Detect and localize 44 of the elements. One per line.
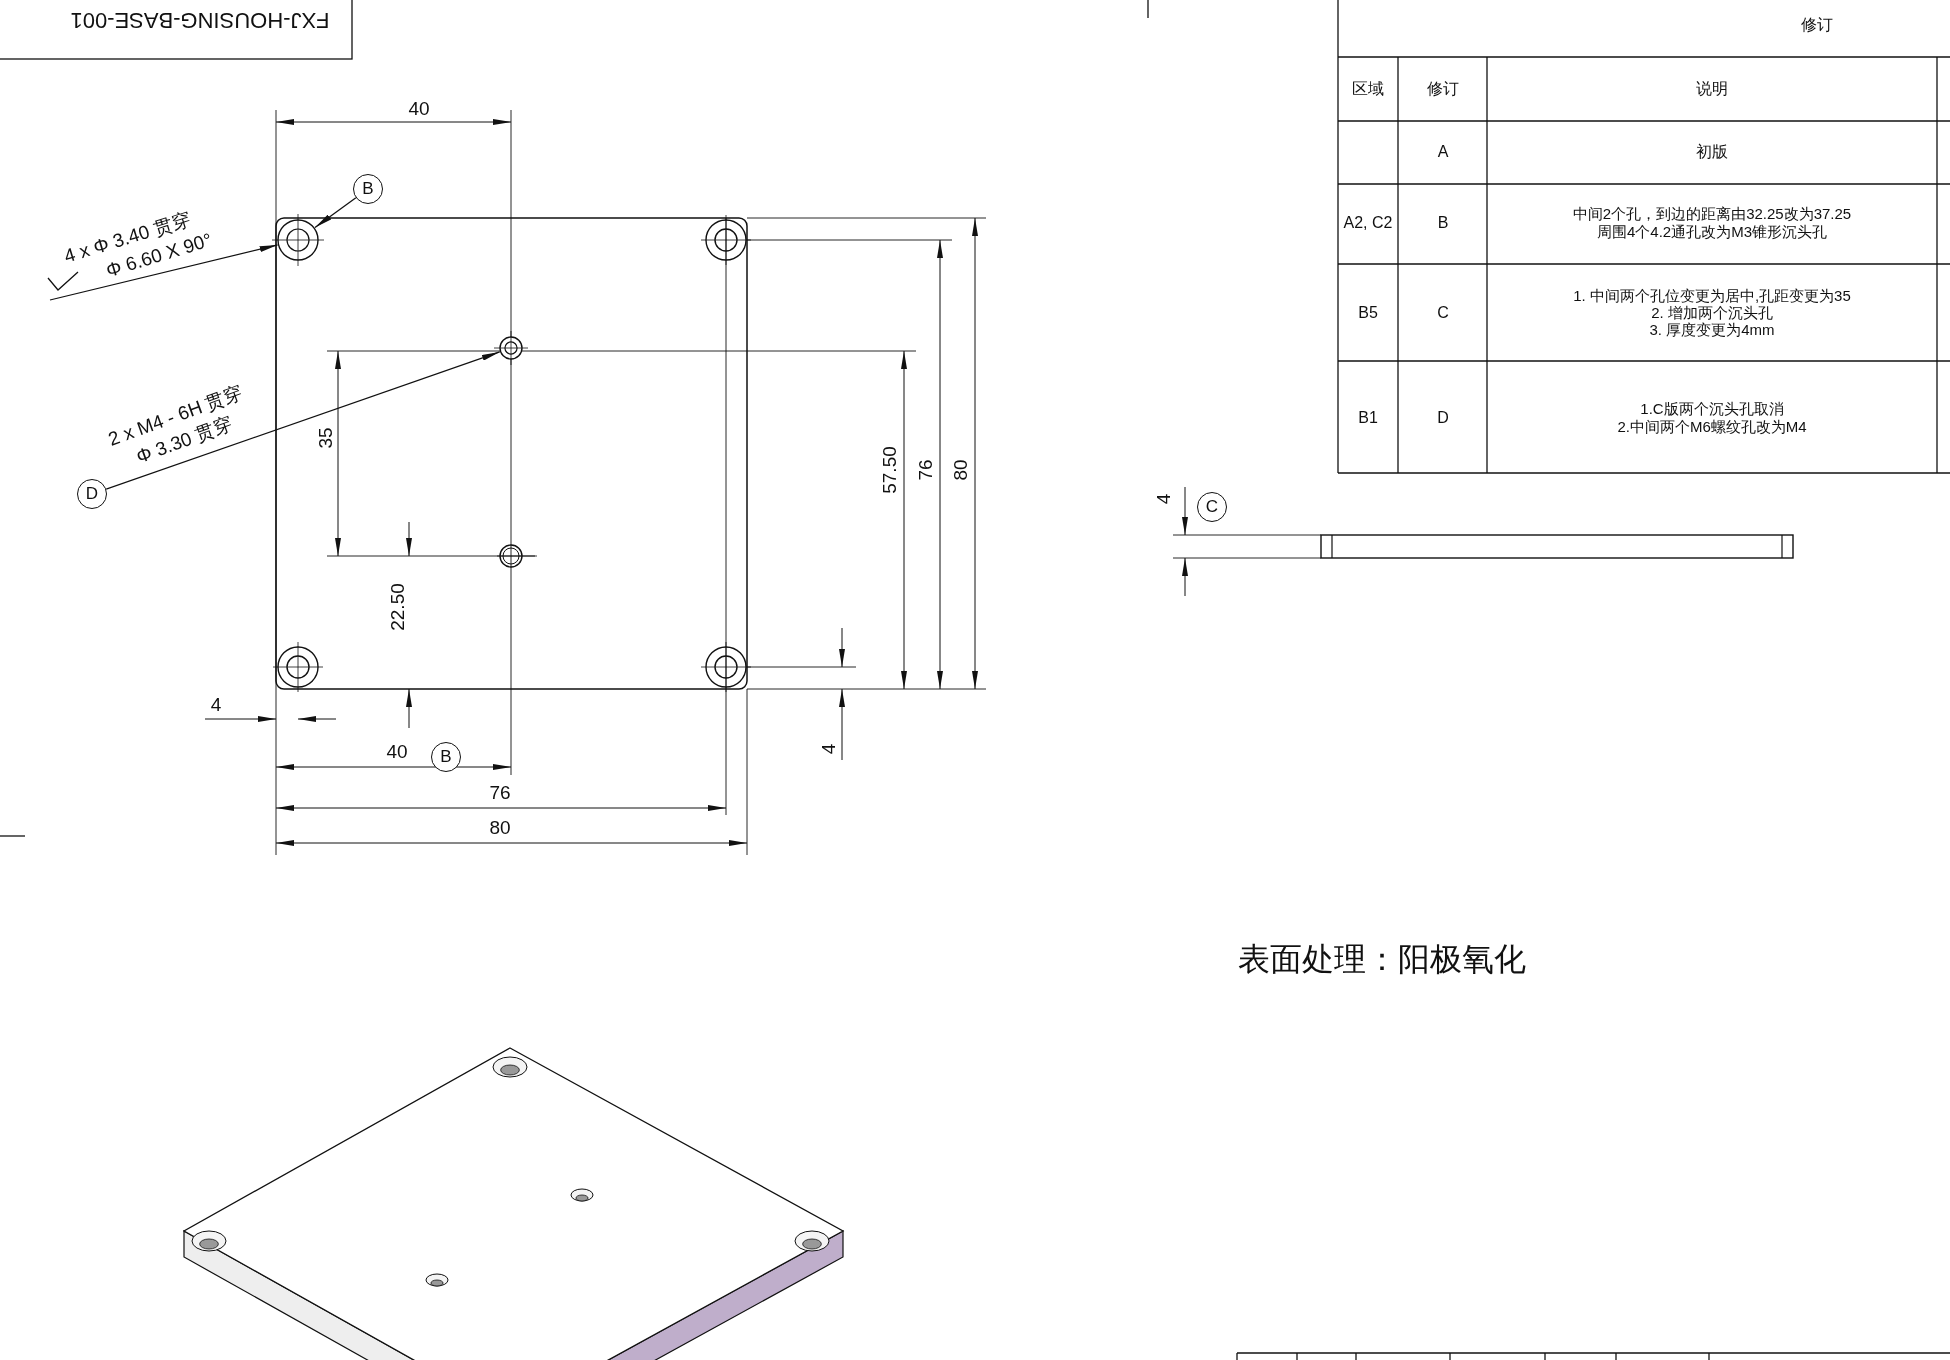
- dimension-text: 4: [818, 743, 840, 755]
- callout-balloon: B: [431, 742, 461, 772]
- table-cell: 周围4个4.2通孔改为M3锥形沉头孔: [1597, 223, 1827, 241]
- hole-symbol: [272, 214, 324, 266]
- table-cell: A2, C2: [1343, 214, 1393, 232]
- hole-callout-text: 2 x M4 - 6H 贯穿 Φ 3.30 贯穿: [104, 380, 247, 469]
- table-cell: 2.中间两个M6螺纹孔改为M4: [1617, 418, 1807, 436]
- hole-symbol: [494, 331, 528, 365]
- surface-treatment-note: 表面处理：阳极氧化: [1238, 942, 1526, 978]
- table-cell: C: [1437, 304, 1449, 322]
- callout-balloon: D: [77, 479, 107, 509]
- leader-line: [314, 197, 357, 229]
- table-cell: 2. 增加两个沉头孔: [1651, 304, 1773, 322]
- dimension-text: 35: [315, 427, 337, 449]
- dimension-text: 76: [915, 459, 937, 481]
- dimension-text: 57.50: [879, 446, 901, 494]
- leader-line: [105, 351, 501, 490]
- dimension-text: 4: [1153, 493, 1175, 505]
- hole-callout-text: 4 x Φ 3.40 贯穿 Φ 6.60 X 90°: [61, 202, 215, 294]
- table-cell: B1: [1358, 409, 1378, 427]
- leader-line: [49, 244, 279, 301]
- column-header: 区域: [1352, 80, 1384, 98]
- dimension-text: 40: [408, 98, 430, 120]
- callout-balloon: C: [1197, 492, 1227, 522]
- dimension-text: 76: [489, 782, 511, 804]
- dimension-text: 22.50: [387, 583, 409, 631]
- table-cell: B: [1437, 214, 1449, 232]
- callout-balloon: B: [353, 174, 383, 204]
- column-header: 说明: [1696, 80, 1728, 98]
- table-cell: B5: [1358, 304, 1378, 322]
- dimension-text: 80: [489, 817, 511, 839]
- table-cell: 中间2个孔，到边的距离由32.25改为37.25: [1572, 205, 1852, 223]
- table-cell: 3. 厚度变更为4mm: [1649, 321, 1775, 339]
- dimension-text: 4: [210, 694, 222, 716]
- table-cell: 初版: [1696, 143, 1728, 161]
- table-cell: 1.C版两个沉头孔取消: [1640, 400, 1784, 418]
- part-number: FXJ-HOUSING-BASE-001: [70, 7, 330, 33]
- dimension-text: 80: [950, 459, 972, 481]
- table-title: 修订: [1801, 16, 1833, 34]
- table-cell: D: [1437, 409, 1449, 427]
- dimension-text: 40: [386, 741, 408, 763]
- table-cell: 1. 中间两个孔位变更为居中,孔距变更为35: [1573, 287, 1851, 305]
- table-cell: A: [1437, 143, 1449, 161]
- column-header: 修订: [1427, 80, 1459, 98]
